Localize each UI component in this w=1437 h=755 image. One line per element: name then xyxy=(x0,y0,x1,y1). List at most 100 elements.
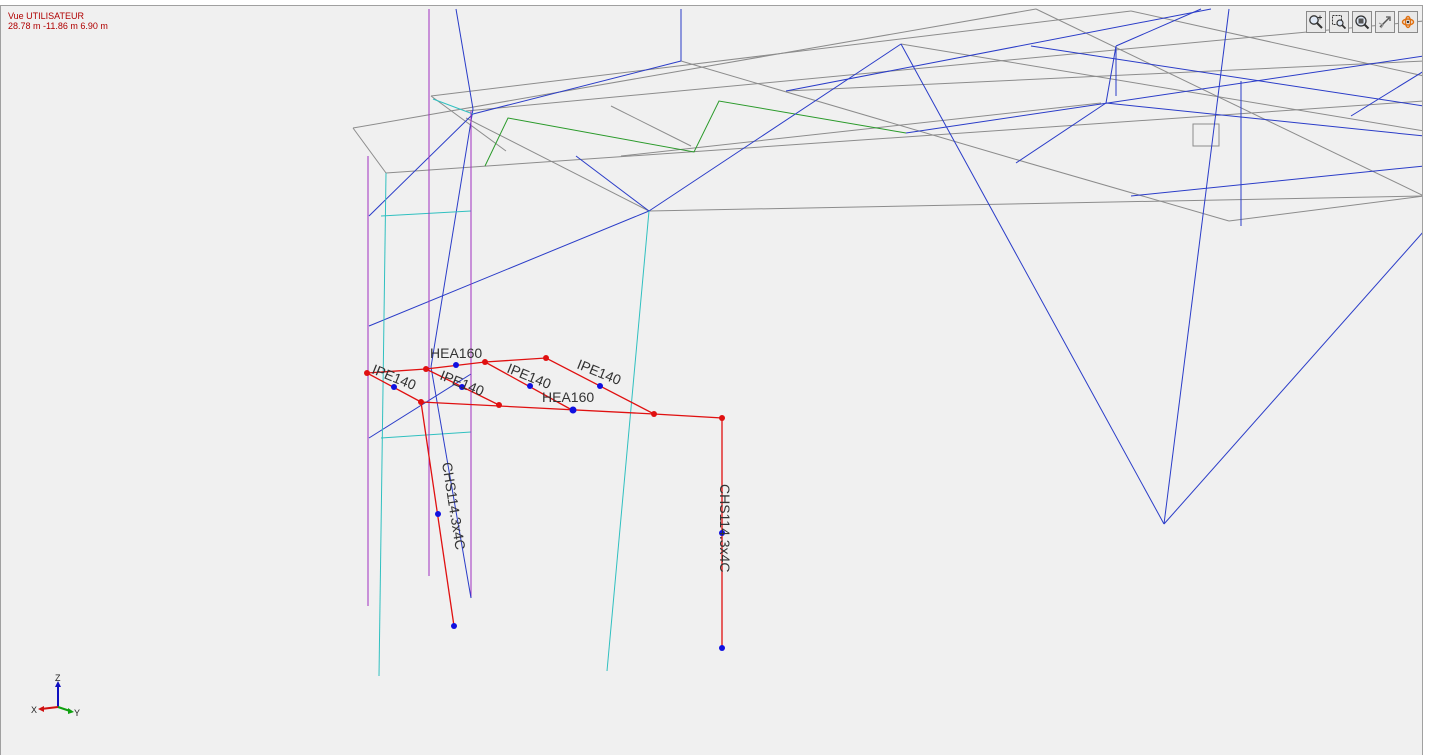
blue-member[interactable] xyxy=(1115,8,1202,47)
gray-member[interactable] xyxy=(620,102,1102,157)
midpoint-node[interactable] xyxy=(569,406,577,414)
cyan-member[interactable] xyxy=(378,172,387,677)
axis-triad: Z X Y xyxy=(31,673,80,718)
gray-member[interactable] xyxy=(785,60,1423,92)
axis-y-label: Y xyxy=(74,708,80,718)
node-point[interactable] xyxy=(482,359,488,365)
node-point[interactable] xyxy=(418,399,424,405)
view-name: Vue UTILISATEUR xyxy=(8,11,85,21)
zoom-extents-icon xyxy=(1355,15,1370,30)
blue-members[interactable] xyxy=(368,8,1423,525)
selected-member[interactable] xyxy=(420,401,655,415)
selected-nodes[interactable] xyxy=(364,355,725,421)
axis-x-label: X xyxy=(31,705,37,715)
section-label: HEA160 xyxy=(430,345,482,361)
gray-member[interactable] xyxy=(680,60,1012,159)
gray-member[interactable] xyxy=(352,127,387,174)
midpoint-node[interactable] xyxy=(453,362,459,368)
gray-member[interactable] xyxy=(1010,157,1230,222)
gray-member[interactable] xyxy=(385,100,1423,174)
blue-member[interactable] xyxy=(575,155,650,212)
axis-y-arrow xyxy=(68,708,74,714)
gray-member[interactable] xyxy=(648,195,1423,212)
gray-member[interactable] xyxy=(1130,10,1423,77)
cyan-member[interactable] xyxy=(432,98,474,115)
gray-member[interactable] xyxy=(430,95,507,152)
pan-icon xyxy=(1378,16,1391,29)
cyan-member[interactable] xyxy=(380,210,472,217)
midpoint-node[interactable] xyxy=(597,383,603,389)
cyan-members[interactable] xyxy=(378,98,650,677)
node-point[interactable] xyxy=(364,370,370,376)
support-node[interactable] xyxy=(451,623,457,629)
purple-members[interactable] xyxy=(367,9,472,606)
zoom-window-icon xyxy=(1332,15,1347,30)
gray-member[interactable] xyxy=(1228,195,1423,222)
blue-member[interactable] xyxy=(368,113,474,217)
gray-member[interactable] xyxy=(465,117,650,212)
axis-z-label: Z xyxy=(55,673,61,683)
blue-member[interactable] xyxy=(1163,8,1230,525)
member-midpoints[interactable] xyxy=(391,362,725,651)
gray-member[interactable] xyxy=(1192,123,1220,147)
blue-member[interactable] xyxy=(1350,71,1423,117)
structure-model-canvas[interactable]: HEA160 IPE140 IPE140 IPE140 IPE140 HEA16… xyxy=(1,6,1423,755)
gray-member[interactable] xyxy=(900,43,1423,132)
3d-viewport[interactable]: HEA160 IPE140 IPE140 IPE140 IPE140 HEA16… xyxy=(0,5,1423,755)
blue-member[interactable] xyxy=(430,366,472,599)
midpoint-node[interactable] xyxy=(391,384,397,390)
rotate-icon xyxy=(1401,15,1415,29)
support-node[interactable] xyxy=(719,645,725,651)
view-coords: 28.78 m -11.86 m 6.90 m xyxy=(8,21,108,31)
gray-member[interactable] xyxy=(1035,8,1423,196)
blue-member[interactable] xyxy=(472,60,682,115)
gray-member[interactable] xyxy=(352,8,1037,129)
blue-member[interactable] xyxy=(1105,45,1117,104)
section-label: IPE140 xyxy=(438,367,487,399)
view-info: Vue UTILISATEUR 28.78 m -11.86 m 6.90 m xyxy=(8,11,108,31)
section-label: CHS114.3x4C xyxy=(717,484,733,572)
axis-z-arrow xyxy=(55,681,61,687)
section-label: CHS114.3x4C xyxy=(439,461,469,551)
node-point[interactable] xyxy=(496,402,502,408)
cyan-member[interactable] xyxy=(606,210,650,672)
blue-member[interactable] xyxy=(1015,102,1107,164)
gray-frame-members[interactable] xyxy=(352,8,1423,222)
zoom-extents-button[interactable] xyxy=(1352,11,1372,33)
blue-member[interactable] xyxy=(785,8,1212,92)
node-point[interactable] xyxy=(543,355,549,361)
rotate-button[interactable] xyxy=(1398,11,1418,33)
blue-member[interactable] xyxy=(368,210,650,327)
node-point[interactable] xyxy=(719,415,725,421)
node-point[interactable] xyxy=(423,366,429,372)
green-members[interactable] xyxy=(484,100,907,167)
blue-member[interactable] xyxy=(1105,102,1423,137)
zoom-in-icon xyxy=(1309,15,1323,29)
gray-member[interactable] xyxy=(465,20,1423,112)
zoom-in-button[interactable] xyxy=(1306,11,1326,33)
node-point[interactable] xyxy=(651,411,657,417)
blue-member[interactable] xyxy=(455,8,474,110)
blue-member[interactable] xyxy=(368,373,472,439)
blue-member[interactable] xyxy=(1030,45,1423,107)
window-edge xyxy=(1423,0,1437,755)
zoom-window-button[interactable] xyxy=(1329,11,1349,33)
view-toolbar xyxy=(1306,11,1418,33)
blue-member[interactable] xyxy=(900,43,1165,525)
section-label: HEA160 xyxy=(542,389,594,405)
pan-button[interactable] xyxy=(1375,11,1395,33)
blue-member[interactable] xyxy=(1130,165,1423,197)
blue-member[interactable] xyxy=(905,55,1423,134)
gray-member[interactable] xyxy=(430,10,1132,97)
blue-member[interactable] xyxy=(1163,231,1423,525)
green-member[interactable] xyxy=(484,100,907,167)
midpoint-node[interactable] xyxy=(459,384,465,390)
blue-member[interactable] xyxy=(648,43,902,212)
axis-x-arrow xyxy=(38,706,44,712)
blue-diagonal-members[interactable] xyxy=(430,366,472,599)
gray-member[interactable] xyxy=(610,105,692,147)
midpoint-node[interactable] xyxy=(719,530,725,536)
midpoint-node[interactable] xyxy=(527,383,533,389)
midpoint-node[interactable] xyxy=(435,511,441,517)
blue-member[interactable] xyxy=(430,108,474,368)
